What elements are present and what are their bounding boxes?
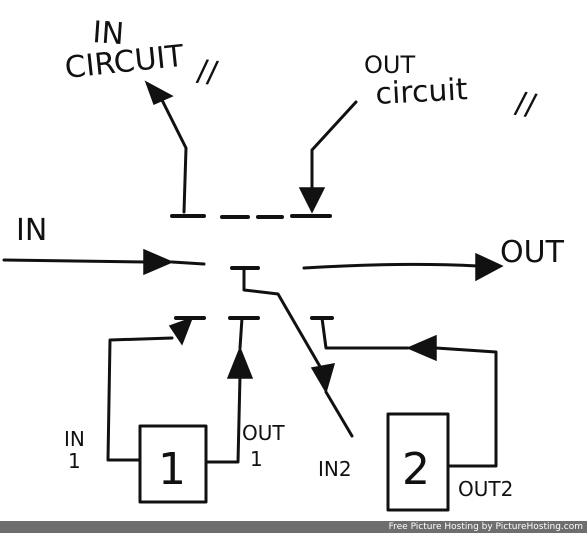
out1-line	[204, 374, 242, 464]
switch-to-in2-line	[324, 390, 354, 438]
out1-to-contact	[238, 316, 244, 350]
in-circuit-arrowhead	[144, 80, 174, 106]
out-circuit-arrow-line	[310, 100, 358, 190]
in-circuit-label-line2: CIRCUIT	[63, 39, 186, 86]
out2-to-contact	[320, 316, 410, 350]
in1-loop-line	[106, 336, 174, 462]
footer-hosting-link[interactable]: Free Picture Hosting by PictureHosting.c…	[388, 522, 583, 532]
in-circuit-slash-mark: //	[195, 53, 221, 91]
in1-subscript: 1	[68, 449, 81, 473]
out-signal-line	[302, 262, 480, 270]
out1-label: OUT	[242, 421, 285, 445]
box-2-label: 2	[402, 444, 430, 495]
footer-bar: Free Picture Hosting by PictureHosting.c…	[0, 521, 587, 533]
box-2	[386, 412, 450, 512]
in-circuit-arrow-line	[158, 94, 188, 214]
box-1-label: 1	[158, 444, 186, 495]
in1-label: IN	[64, 427, 85, 451]
out2-loop-line	[434, 346, 498, 468]
out-circuit-slash-mark: //	[513, 85, 540, 123]
out1-arrowhead	[226, 345, 254, 379]
out-circuit-label-line1: OUT	[364, 51, 415, 79]
in2-label: IN2	[318, 457, 352, 481]
out-arrowhead	[475, 252, 504, 282]
in-line-to-switch	[170, 260, 206, 266]
out2-loop-arrowhead	[406, 334, 437, 362]
in-circuit-label-line1: IN	[91, 15, 125, 52]
in-label: IN	[16, 213, 47, 248]
switch-down-arrowhead	[310, 363, 336, 394]
in-signal-line	[2, 258, 148, 264]
out1-subscript: 1	[250, 447, 263, 471]
switch-lever-path	[242, 266, 324, 372]
in1-loop-arrowhead	[168, 316, 194, 346]
box-1	[138, 424, 208, 504]
out-circuit-arrowhead	[298, 187, 326, 214]
out2-label: OUT2	[458, 477, 513, 501]
out-label: OUT	[500, 235, 565, 270]
out-circuit-label-line2: circuit	[375, 72, 469, 112]
in-arrowhead	[143, 248, 174, 276]
